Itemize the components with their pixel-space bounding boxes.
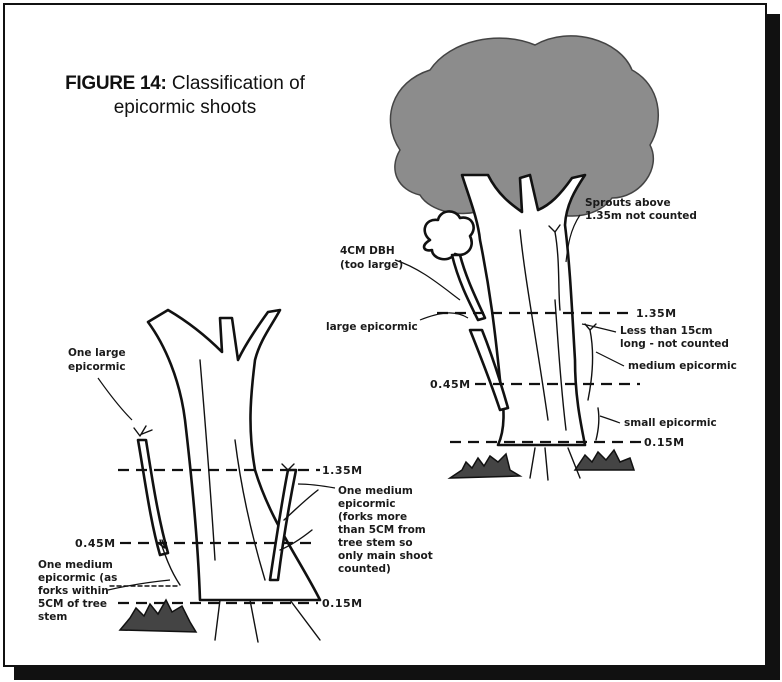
left-large-epicormic [138,440,168,555]
left-note-forks-4: than 5CM from [338,524,426,536]
left-label-045: 0.45M [75,537,116,550]
left-note-within-2: epicormic (as [38,572,117,584]
right-note-short-2: long - not counted [620,338,729,350]
right-note-sprouts-1: Sprouts above [585,197,671,209]
right-note-small: small epicormic [624,417,717,429]
left-note-within-3: forks within [38,585,109,597]
right-note-sprouts-2: 1.35m not counted [585,210,697,222]
right-note-short-1: Less than 15cm [620,325,713,337]
left-note-within-4: 5CM of tree [38,598,107,610]
left-note-forks-1: One medium [338,485,413,497]
left-note-forks-2: epicormic [338,498,396,510]
left-note-within-5: stem [38,611,67,623]
left-label-135: 1.35M [322,464,363,477]
right-label-045: 0.45M [430,378,471,391]
left-note-forks-5: tree stem so [338,537,413,549]
left-arrow-large [98,378,132,420]
left-note-within-1: One medium [38,559,113,571]
right-dbh-stem [452,255,485,320]
left-label-015: 0.15M [322,597,363,610]
left-large-epicormic-leaf [134,426,152,436]
left-note-large-2: epicormic [68,361,126,373]
right-small-epicormic [596,408,599,440]
left-note-forks-7: counted) [338,563,391,575]
right-arrow-dbh [395,260,460,300]
left-arrow-forks [298,484,335,488]
left-tree [120,310,320,642]
right-note-dbh-2: (too large) [340,259,403,271]
right-tree-root [530,448,580,480]
right-tree [390,36,658,480]
right-arrow-small [600,416,620,423]
right-dbh-bush [424,211,474,259]
right-tree-grass [450,454,520,478]
left-note-large-1: One large [68,347,126,359]
right-arrow-medium [596,352,624,366]
right-label-135: 1.35M [636,307,677,320]
left-tree-grass [120,600,196,632]
right-tree-grass [575,450,634,470]
right-arrow-short [582,324,616,332]
right-medium-epicormic [588,330,593,400]
right-note-dbh-1: 4CM DBH [340,245,395,257]
left-tree-root [215,600,320,642]
left-note-forks-3: (forks more [338,511,407,523]
right-label-015: 0.15M [644,436,685,449]
right-note-medium: medium epicormic [628,360,737,372]
left-tree-trunk [148,310,320,600]
right-note-large: large epicormic [326,321,418,333]
left-note-forks-6: only main shoot [338,550,433,562]
